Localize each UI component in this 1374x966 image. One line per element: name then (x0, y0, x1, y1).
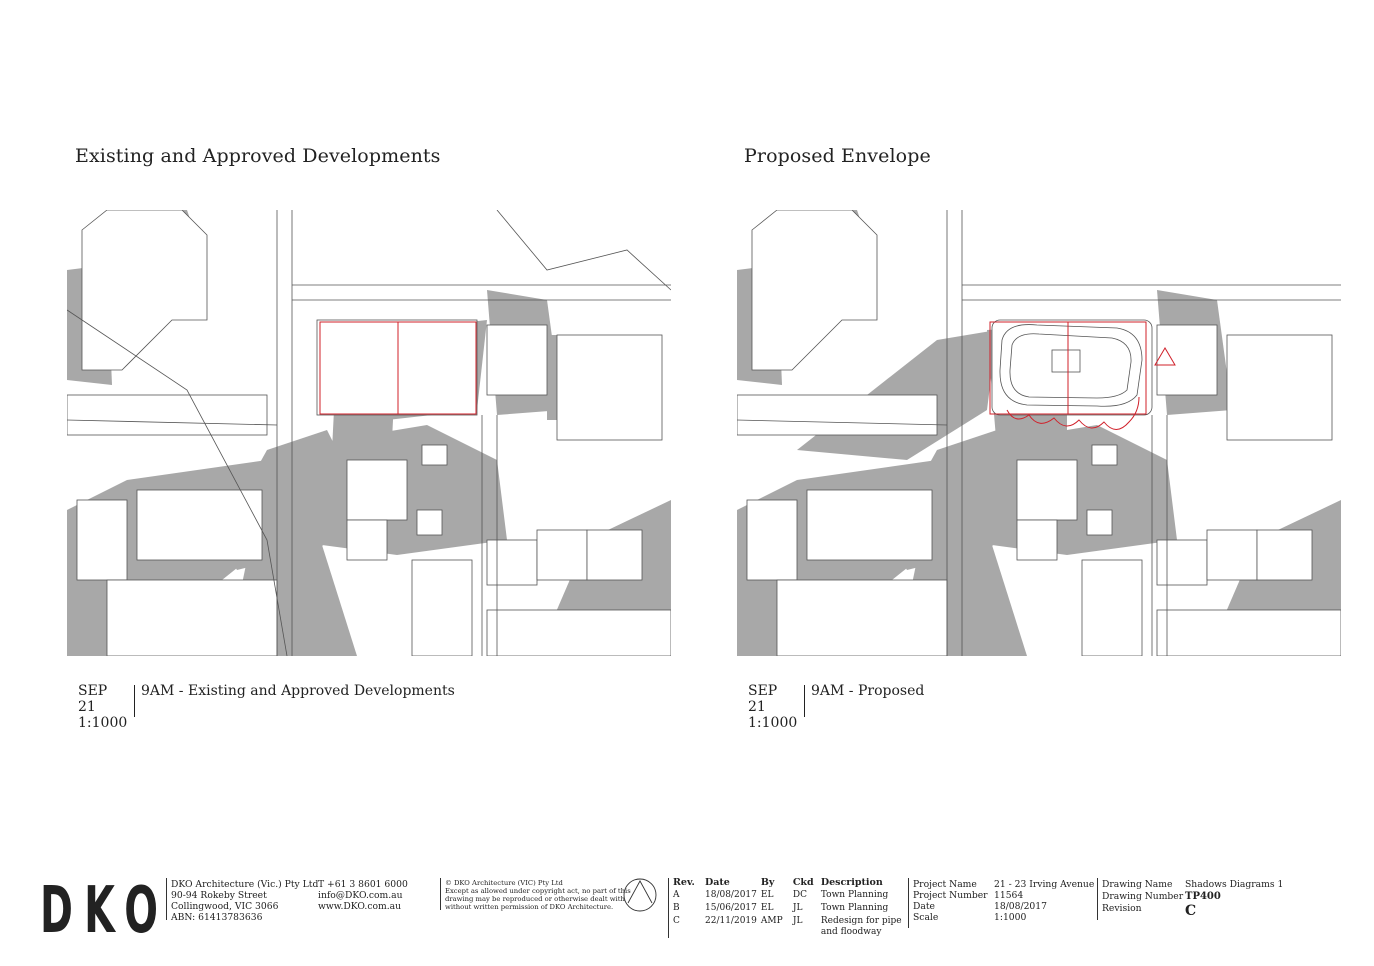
company-web[interactable]: www.DKO.com.au (318, 901, 402, 912)
tb-divider (1097, 878, 1098, 920)
right-panel-title: Proposed Envelope (744, 145, 931, 167)
project-scale-label: Scale (913, 912, 939, 923)
site-plan-existing (67, 210, 671, 656)
project-number: 11564 (994, 890, 1024, 901)
ckd-cell: DC (792, 890, 807, 900)
caption-date: SEP 21 (78, 683, 108, 715)
caption-scale: 1:1000 (748, 715, 798, 731)
copyright-line: Except as allowed under copyright act, n… (445, 887, 631, 895)
company-address1: 90-94 Rokeby Street (171, 890, 267, 901)
project-date: 18/08/2017 (994, 901, 1047, 912)
project-scale: 1:1000 (994, 912, 1027, 923)
drawing-name: Shadows Diagrams 1 (1185, 879, 1284, 890)
caption-divider (134, 685, 135, 717)
company-block: DKO Architecture (Vic.) Pty Ltd 90-94 Ro… (171, 879, 318, 923)
copyright-line: drawing may be reproduced or otherwise d… (445, 895, 625, 903)
tb-divider (440, 878, 441, 910)
caption-scale: 1:1000 (78, 715, 128, 731)
project-name-label: Project Name (913, 879, 977, 890)
company-email[interactable]: info@DKO.com.au (318, 890, 403, 901)
drawing-revision-label: Revision (1102, 903, 1142, 914)
caption-text: 9AM - Proposed (811, 683, 925, 699)
caption-divider (804, 685, 805, 717)
rev-cell: A (673, 890, 680, 900)
project-values: 21 - 23 Irving Avenue 11564 18/08/2017 1… (994, 879, 1094, 923)
caption-text: 9AM - Existing and Approved Developments (141, 683, 455, 699)
table-row: A 18/08/2017 EL DC Town Planning (673, 890, 913, 903)
copyright-line: without written permission of DKO Archit… (445, 903, 614, 911)
date-header: Date (705, 877, 730, 888)
description-cell: Redesign for pipe and floodway (820, 916, 902, 937)
company-abn: ABN: 61413783636 (171, 912, 263, 923)
drawing-labels: Drawing Name Drawing Number Revision (1102, 879, 1183, 915)
drawing-revision: C (1185, 903, 1197, 919)
project-number-label: Project Number (913, 890, 988, 901)
rev-cell: B (673, 903, 680, 913)
date-cell: 18/08/2017 (705, 890, 757, 900)
ckd-cell: JL (792, 903, 803, 913)
company-address2: Collingwood, VIC 3066 (171, 901, 279, 912)
revision-header-row: Rev. Date By Ckd Description (673, 877, 913, 890)
description-cell: Town Planning (820, 903, 889, 913)
ckd-cell: JL (792, 916, 803, 926)
revision-table: Rev. Date By Ckd Description A 18/08/201… (673, 877, 913, 940)
copyright-line: © DKO Architecture (VIC) Pty Ltd (445, 879, 563, 887)
table-row: C 22/11/2019 AMP JL Redesign for pipe an… (673, 916, 913, 940)
shadow-diagram-proposed (737, 210, 1341, 656)
table-row: B 15/06/2017 EL JL Town Planning (673, 903, 913, 916)
ckd-header: Ckd (792, 877, 814, 888)
date-cell: 15/06/2017 (705, 903, 757, 913)
north-arrow-icon (623, 878, 657, 912)
site-plan-proposed (737, 210, 1341, 656)
company-phone: T +61 3 8601 6000 (318, 879, 408, 890)
tb-divider (166, 878, 167, 920)
caption-date: SEP 21 (748, 683, 778, 715)
project-date-label: Date (913, 901, 935, 912)
dko-logo: DKO (40, 874, 170, 948)
drawing-number-label: Drawing Number (1102, 891, 1184, 902)
company-name: DKO Architecture (Vic.) Pty Ltd (171, 879, 319, 890)
by-header: By (760, 877, 775, 888)
tb-divider (668, 878, 669, 938)
contact-block: T +61 3 8601 6000 info@DKO.com.au www.DK… (318, 879, 408, 912)
drawing-values: Shadows Diagrams 1 TP400 C (1185, 879, 1283, 919)
by-cell: AMP (760, 916, 783, 926)
left-panel-title: Existing and Approved Developments (75, 145, 441, 167)
drawing-name-label: Drawing Name (1102, 879, 1173, 890)
by-cell: EL (760, 890, 774, 900)
copyright-block: © DKO Architecture (VIC) Pty Ltd Except … (445, 879, 631, 911)
description-cell: Town Planning (820, 890, 889, 900)
drawing-number: TP400 (1185, 891, 1221, 902)
description-header: Description (820, 877, 883, 888)
project-labels: Project Name Project Number Date Scale (913, 879, 988, 923)
shadow-diagram-existing (67, 210, 671, 656)
by-cell: EL (760, 903, 774, 913)
tb-divider (908, 878, 909, 928)
rev-header: Rev. (673, 877, 695, 888)
rev-cell: C (673, 916, 680, 926)
project-name: 21 - 23 Irving Avenue (994, 879, 1095, 890)
date-cell: 22/11/2019 (705, 916, 757, 926)
